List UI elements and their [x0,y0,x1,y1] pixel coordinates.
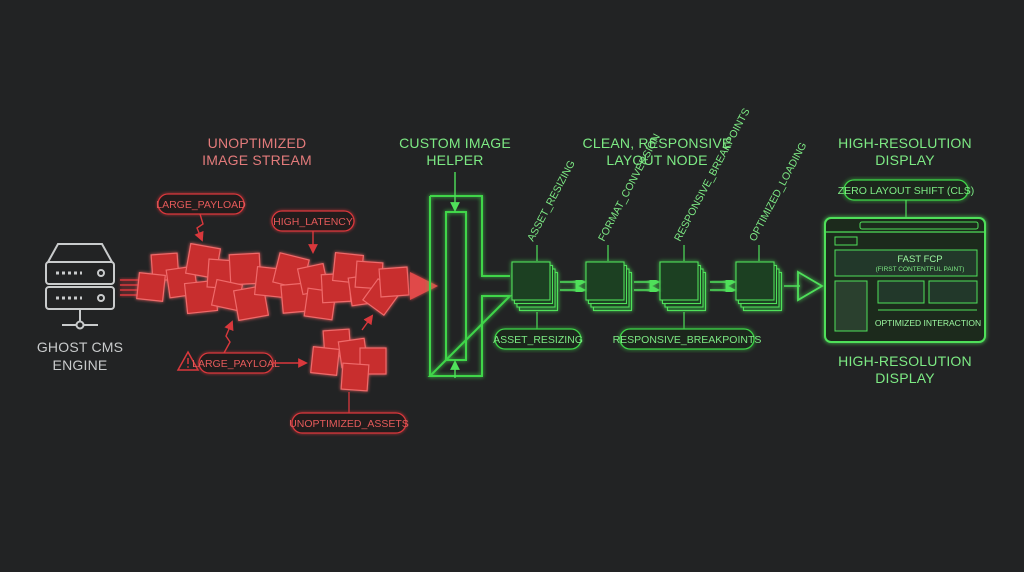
unoptimized-image-cluster [136,242,410,322]
tag-large-payload-top: LARGE_PAYLOAD [156,193,246,215]
tag-responsive-breakpoints: RESPONSIVE_BREAKPOINTS [613,328,762,350]
fcp-subtitle: (FIRST CONTENTFUL PAINT) [876,266,965,273]
layout-stages [511,261,783,312]
source-label-line2: ENGINE [53,357,108,373]
layout-heading-line1: CLEAN, RESPONSIVE [583,135,732,151]
unoptimized-heading-line2: IMAGE STREAM [202,152,312,168]
svg-text:RESPONSIVE_BREAKPOINTS: RESPONSIVE_BREAKPOINTS [613,334,762,346]
svg-text:LARGE_PAYLOAD: LARGE_PAYLOAD [156,199,246,211]
green-stream-arrowhead [797,270,824,302]
layout-heading-line2: LAYOUT NODE [606,152,707,168]
svg-text:OPTIMIZED_LOADING: OPTIMIZED_LOADING [747,140,809,243]
tag-large-payload-bottom: LARGE_PAYLOAL [176,350,280,374]
tag-unoptimized-assets: UNOPTIMIZED_ASSETS [289,412,409,434]
stage-asset-resizing [511,261,559,312]
unoptimized-heading-line1: UNOPTIMIZED [208,135,307,151]
stage-label-asset-resizing: ASSET_RESIZING [525,158,578,261]
svg-text:HIGH_LATENCY: HIGH_LATENCY [273,216,353,228]
fcp-title: FAST FCP [897,254,942,265]
stage-label-optimized-loading: OPTIMIZED_LOADING [747,140,809,261]
red-stream-arrowhead [410,272,438,300]
svg-text:ASSET_RESIZING: ASSET_RESIZING [525,158,578,243]
svg-text:UNOPTIMIZED_ASSETS: UNOPTIMIZED_ASSETS [289,418,409,430]
tag-high-latency: HIGH_LATENCY [271,210,355,232]
arrow-assets-up [361,314,374,331]
tag-zero-layout-shift: ZERO LAYOUT SHIFT (CLS) [838,179,975,201]
arrow-large-payload-top [194,213,204,242]
svg-text:ASSET_RESIZING: ASSET_RESIZING [493,334,583,346]
display-heading-bottom-line2: DISPLAY [875,370,935,386]
display-window [824,217,986,343]
source-label-line1: GHOST CMS [37,339,123,355]
arrow-large-payload-bottom [223,320,234,354]
tag-asset-resizing: ASSET_RESIZING [493,328,583,350]
display-heading-top-line2: DISPLAY [875,152,935,168]
optimized-interaction-label: OPTIMIZED INTERACTION [875,318,981,328]
svg-text:ZERO LAYOUT SHIFT (CLS): ZERO LAYOUT SHIFT (CLS) [838,185,975,197]
helper-heading-line1: CUSTOM IMAGE [399,135,511,151]
stage-responsive-breakpoints [659,261,707,312]
warning-icon [176,350,200,371]
display-heading-bottom-line1: HIGH-RESOLUTION [838,353,972,369]
svg-text:LARGE_PAYLOAL: LARGE_PAYLOAL [192,358,280,370]
unoptimized-assets-cluster [310,328,387,392]
helper-heading-line2: HELPER [426,152,483,168]
display-heading-top-line1: HIGH-RESOLUTION [838,135,972,151]
stage-optimized-loading [735,261,783,312]
server-icon [45,243,115,330]
helper-funnel [427,195,513,377]
stage-arrows [560,276,800,296]
stage-format-conversion [585,261,633,312]
stage-label-responsive-breakpoints: RESPONSIVE_BREAKPOINTS [672,106,753,261]
svg-text:RESPONSIVE_BREAKPOINTS: RESPONSIVE_BREAKPOINTS [672,106,752,243]
